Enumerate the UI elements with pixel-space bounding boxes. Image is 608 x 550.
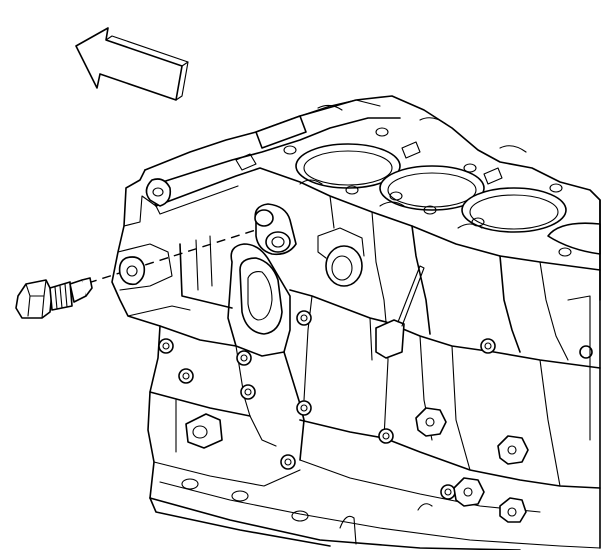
engine-block-icon [111,95,601,550]
install-guide-line [87,227,263,284]
direction-arrow-icon [75,27,189,101]
sensor-icon [15,277,93,319]
